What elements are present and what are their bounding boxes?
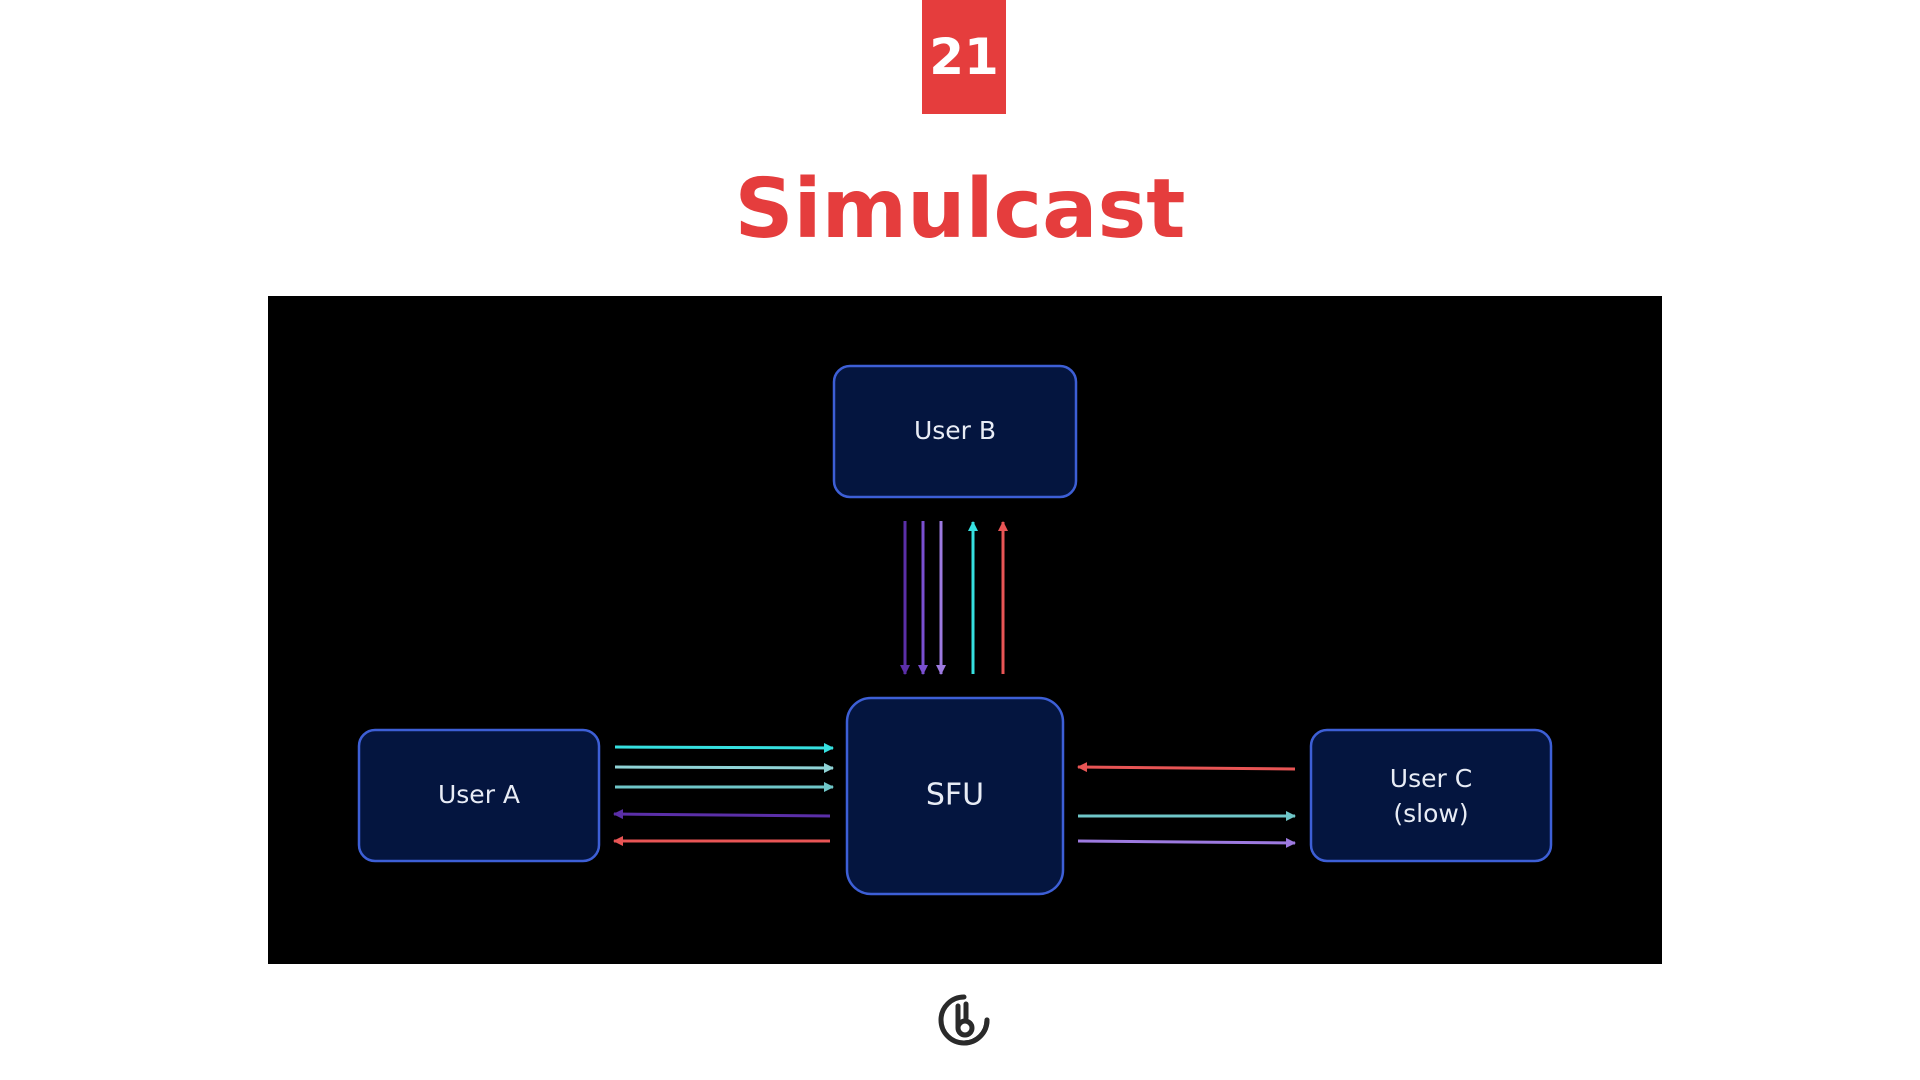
node-user-a-label: User A xyxy=(438,780,520,809)
node-user-a: User A xyxy=(357,728,601,863)
node-sfu: SFU xyxy=(845,696,1065,896)
node-user-b: User B xyxy=(832,364,1078,499)
edge-c-sfu-red xyxy=(1077,762,1296,773)
slide-title: Simulcast xyxy=(734,162,1186,257)
edge-sfu-a-purple xyxy=(613,809,831,820)
edge-a-sfu-cyan xyxy=(614,742,834,753)
simulcast-diagram: User B User A SFU User C (slow) xyxy=(268,296,1662,964)
edges-sfu-to-user-a xyxy=(613,809,831,846)
node-user-c: User C (slow) xyxy=(1309,728,1553,863)
edge-a-sfu-lteal xyxy=(614,762,834,773)
slide-number-badge: 21 xyxy=(922,0,1006,114)
edges-sfu-to-user-b xyxy=(968,521,1008,674)
node-user-c-label-line2: (slow) xyxy=(1393,799,1468,828)
edges-user-a-to-sfu xyxy=(614,742,834,792)
node-sfu-label: SFU xyxy=(926,778,984,813)
node-user-c-label-line1: User C xyxy=(1390,764,1472,793)
edges-sfu-to-user-c xyxy=(1077,811,1296,848)
brand-logo-icon xyxy=(938,994,990,1046)
edge-sfu-c-lavender xyxy=(1077,837,1296,848)
edges-user-b-to-sfu xyxy=(900,521,946,675)
diagram-canvas: User B User A SFU User C (slow) xyxy=(357,364,1553,896)
node-user-b-label: User B xyxy=(914,416,996,445)
edges-user-c-to-sfu xyxy=(1077,762,1296,773)
